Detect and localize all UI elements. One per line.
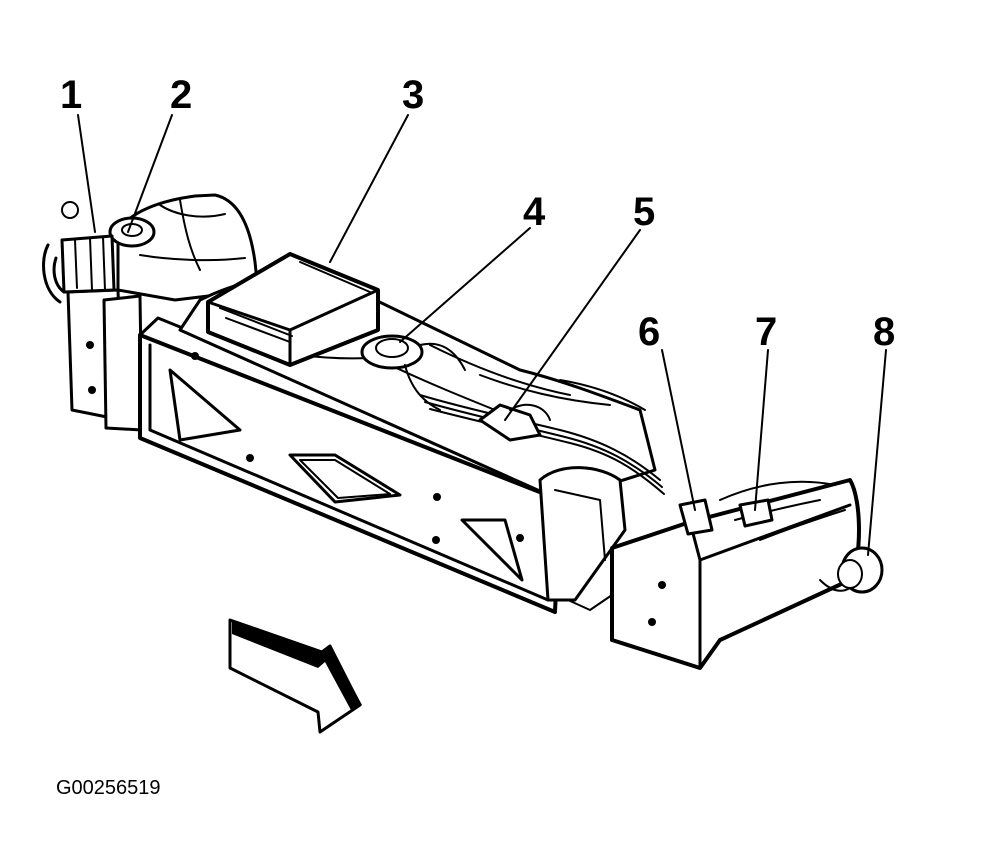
fuel-sender-module <box>360 334 466 411</box>
callout-5: 5 <box>633 190 655 234</box>
left-tank-end <box>108 193 260 302</box>
callout-labels: 1 2 3 4 5 6 7 8 <box>60 73 895 354</box>
leader-lines <box>77 114 887 556</box>
evap-canister <box>206 252 380 367</box>
callout-8: 8 <box>873 310 895 354</box>
callout-7: 7 <box>755 310 777 354</box>
right-bracket <box>538 466 627 611</box>
fuel-lines <box>419 394 665 495</box>
callout-2: 2 <box>170 73 192 117</box>
tank-shield-frame <box>138 316 582 614</box>
figure-id: G00256519 <box>56 777 161 799</box>
evap-canister-bracket <box>42 201 144 432</box>
right-tank-end <box>610 478 884 670</box>
callout-6: 6 <box>638 310 660 354</box>
callout-4: 4 <box>523 190 546 234</box>
callout-1: 1 <box>60 73 82 117</box>
forward-direction-arrow <box>228 618 362 734</box>
callout-3: 3 <box>402 73 424 117</box>
